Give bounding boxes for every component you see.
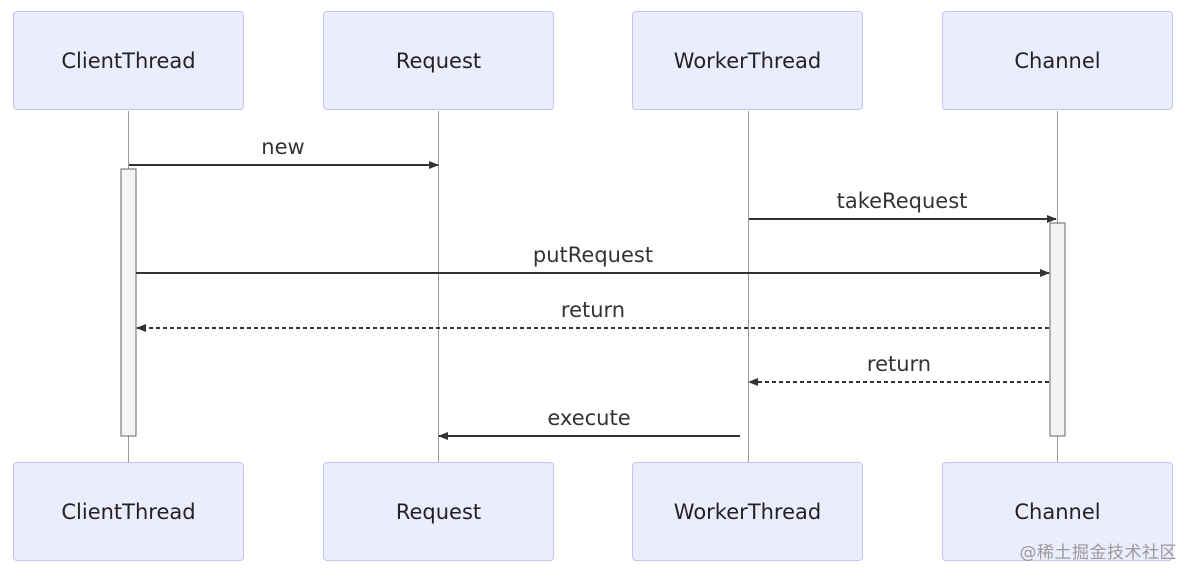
message-execute: execute xyxy=(438,406,740,440)
message-return-worker: return xyxy=(748,352,1049,386)
message-label-new: new xyxy=(261,135,304,159)
actor-clientthread-bottom: ClientThread xyxy=(13,462,244,561)
actor-workerthread-top: WorkerThread xyxy=(632,11,863,110)
message-putrequest: putRequest xyxy=(136,243,1050,277)
activation-channel xyxy=(1049,222,1066,437)
message-label-putrequest: putRequest xyxy=(533,243,653,267)
message-label-return-worker: return xyxy=(867,352,931,376)
actor-channel-top: Channel xyxy=(942,11,1173,110)
message-label-return-client: return xyxy=(561,298,625,322)
actor-request-top: Request xyxy=(323,11,554,110)
activation-clientthread xyxy=(120,168,137,437)
actor-channel-bottom: Channel xyxy=(942,462,1173,561)
message-takerequest: takeRequest xyxy=(749,189,1057,223)
watermark: @稀土掘金技术社区 xyxy=(1019,543,1177,563)
message-label-takerequest: takeRequest xyxy=(837,189,968,213)
actor-request-bottom: Request xyxy=(323,462,554,561)
message-label-execute: execute xyxy=(547,406,630,430)
message-return-client: return xyxy=(136,298,1049,332)
actor-clientthread-top: ClientThread xyxy=(13,11,244,110)
message-new: new xyxy=(129,135,439,169)
actor-workerthread-bottom: WorkerThread xyxy=(632,462,863,561)
